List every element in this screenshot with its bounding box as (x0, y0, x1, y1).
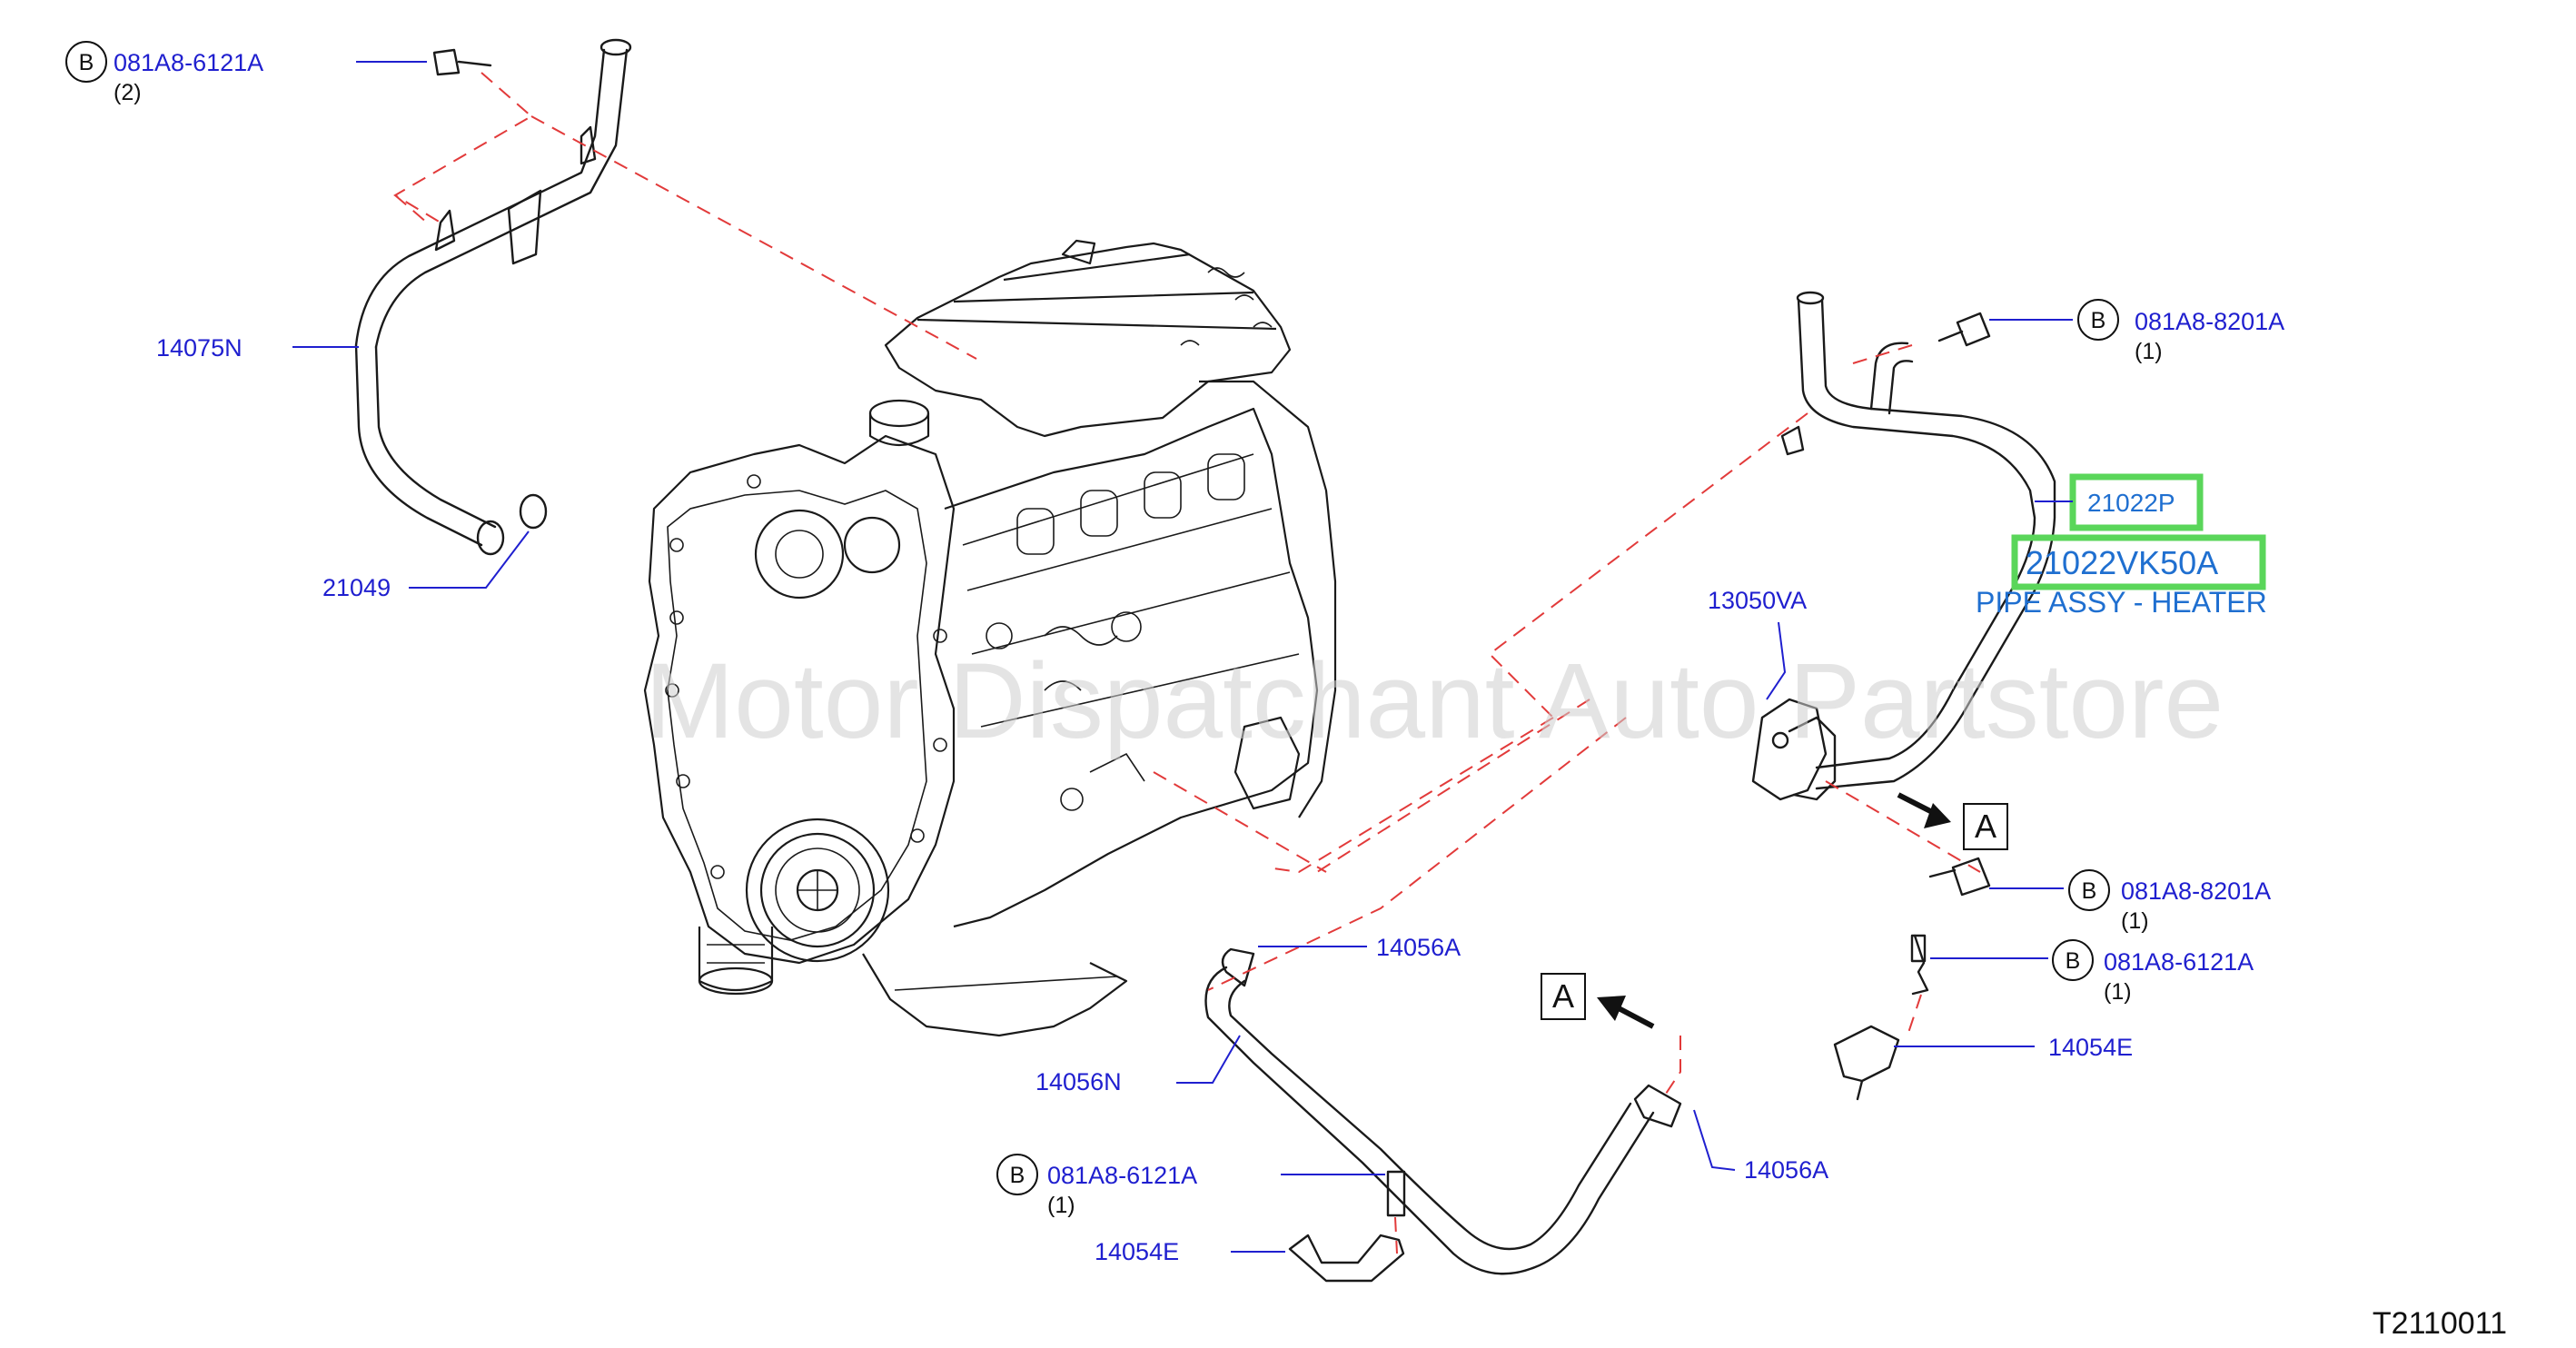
bolt-circle-letter: B (2082, 878, 2097, 904)
bolt-code-label: 081A8-6121A (1047, 1162, 1197, 1189)
part-label-13050VA[interactable]: 13050VA (1708, 587, 1807, 700)
part-number-text: 14056N (1035, 1068, 1122, 1095)
hose-14056N-illustration (1204, 947, 1682, 1283)
diagram-code: T2110011 (2373, 1306, 2507, 1341)
dashed-alignment-lines (393, 72, 1981, 1254)
bolt-callout-bottom-left[interactable]: B 081A8-6121A (1) (996, 1154, 1385, 1218)
part-label-14075N[interactable]: 14075N (156, 334, 359, 362)
bolt-qty-label: (2) (114, 80, 142, 105)
part-number-text: 21049 (322, 574, 391, 601)
part-label-21022VK50A[interactable]: 21022VK50A (2011, 534, 2266, 590)
bolt-code-label: 081A8-6121A (114, 49, 263, 76)
view-letter: A (1975, 808, 1996, 845)
part-label-21022P[interactable]: 21022P (2035, 473, 2204, 531)
bolt-circle-letter: B (2066, 948, 2081, 974)
bolt-code-label: 081A8-6121A (2104, 948, 2254, 976)
bolt-qty-label: (1) (2135, 339, 2163, 364)
bolt-qty-label: (1) (2104, 979, 2132, 1005)
part-label-14056A-bottom[interactable]: 14056A (1693, 1109, 1828, 1184)
bolt-callout-top-right[interactable]: B 081A8-8201A (1) (1989, 299, 2284, 364)
bolt-qty-label: (1) (2121, 908, 2149, 934)
part-number-text: 21022P (2087, 489, 2175, 517)
part-number-text: 14056A (1376, 934, 1461, 961)
engine-block-illustration (643, 239, 1337, 1037)
part-number-text: 14054E (2048, 1034, 2133, 1061)
view-marker-a-right[interactable]: A (1897, 792, 2008, 850)
part-label-14054E-right[interactable]: 14054E (1894, 1034, 2133, 1061)
part-label-21049[interactable]: 21049 (322, 530, 530, 601)
bolt-circle-letter: B (79, 50, 94, 75)
bolt-code-label: 081A8-8201A (2121, 877, 2271, 905)
view-marker-a-bottom[interactable]: A (1541, 973, 1655, 1029)
watermark-text: Motor Dispatchant Auto Partstore (645, 641, 2224, 761)
bolt-qty-label: (1) (1047, 1193, 1075, 1218)
bolt-callout-top-left[interactable]: B 081A8-6121A (2) (65, 41, 492, 105)
part-number-text: 14056A (1744, 1156, 1828, 1184)
part-label-14056N[interactable]: 14056N (1035, 1035, 1241, 1095)
bolt-circle-letter: B (2091, 308, 2106, 333)
bolt-circle-letter: B (1010, 1163, 1025, 1188)
pipe-14075N-illustration (354, 38, 632, 556)
part-number-text: 13050VA (1708, 587, 1807, 614)
view-letter: A (1552, 977, 1574, 1015)
part-number-text: 14054E (1095, 1238, 1179, 1265)
bolt-callout-lower-right[interactable]: B 081A8-6121A (1) (1930, 939, 2254, 1005)
part-description-label: PIPE ASSY - HEATER (1976, 586, 2267, 619)
part-label-14056A-top[interactable]: 14056A (1258, 934, 1461, 961)
part-number-text: 14075N (156, 334, 243, 362)
part-label-14054E-left[interactable]: 14054E (1095, 1238, 1285, 1265)
part-number-text: 21022VK50A (2026, 544, 2218, 581)
bolt-callout-mid-right[interactable]: B 081A8-8201A (1) (1989, 869, 2271, 934)
bolt-code-label: 081A8-8201A (2135, 308, 2284, 335)
pipe-assy-heater-illustration (1751, 291, 2056, 1101)
